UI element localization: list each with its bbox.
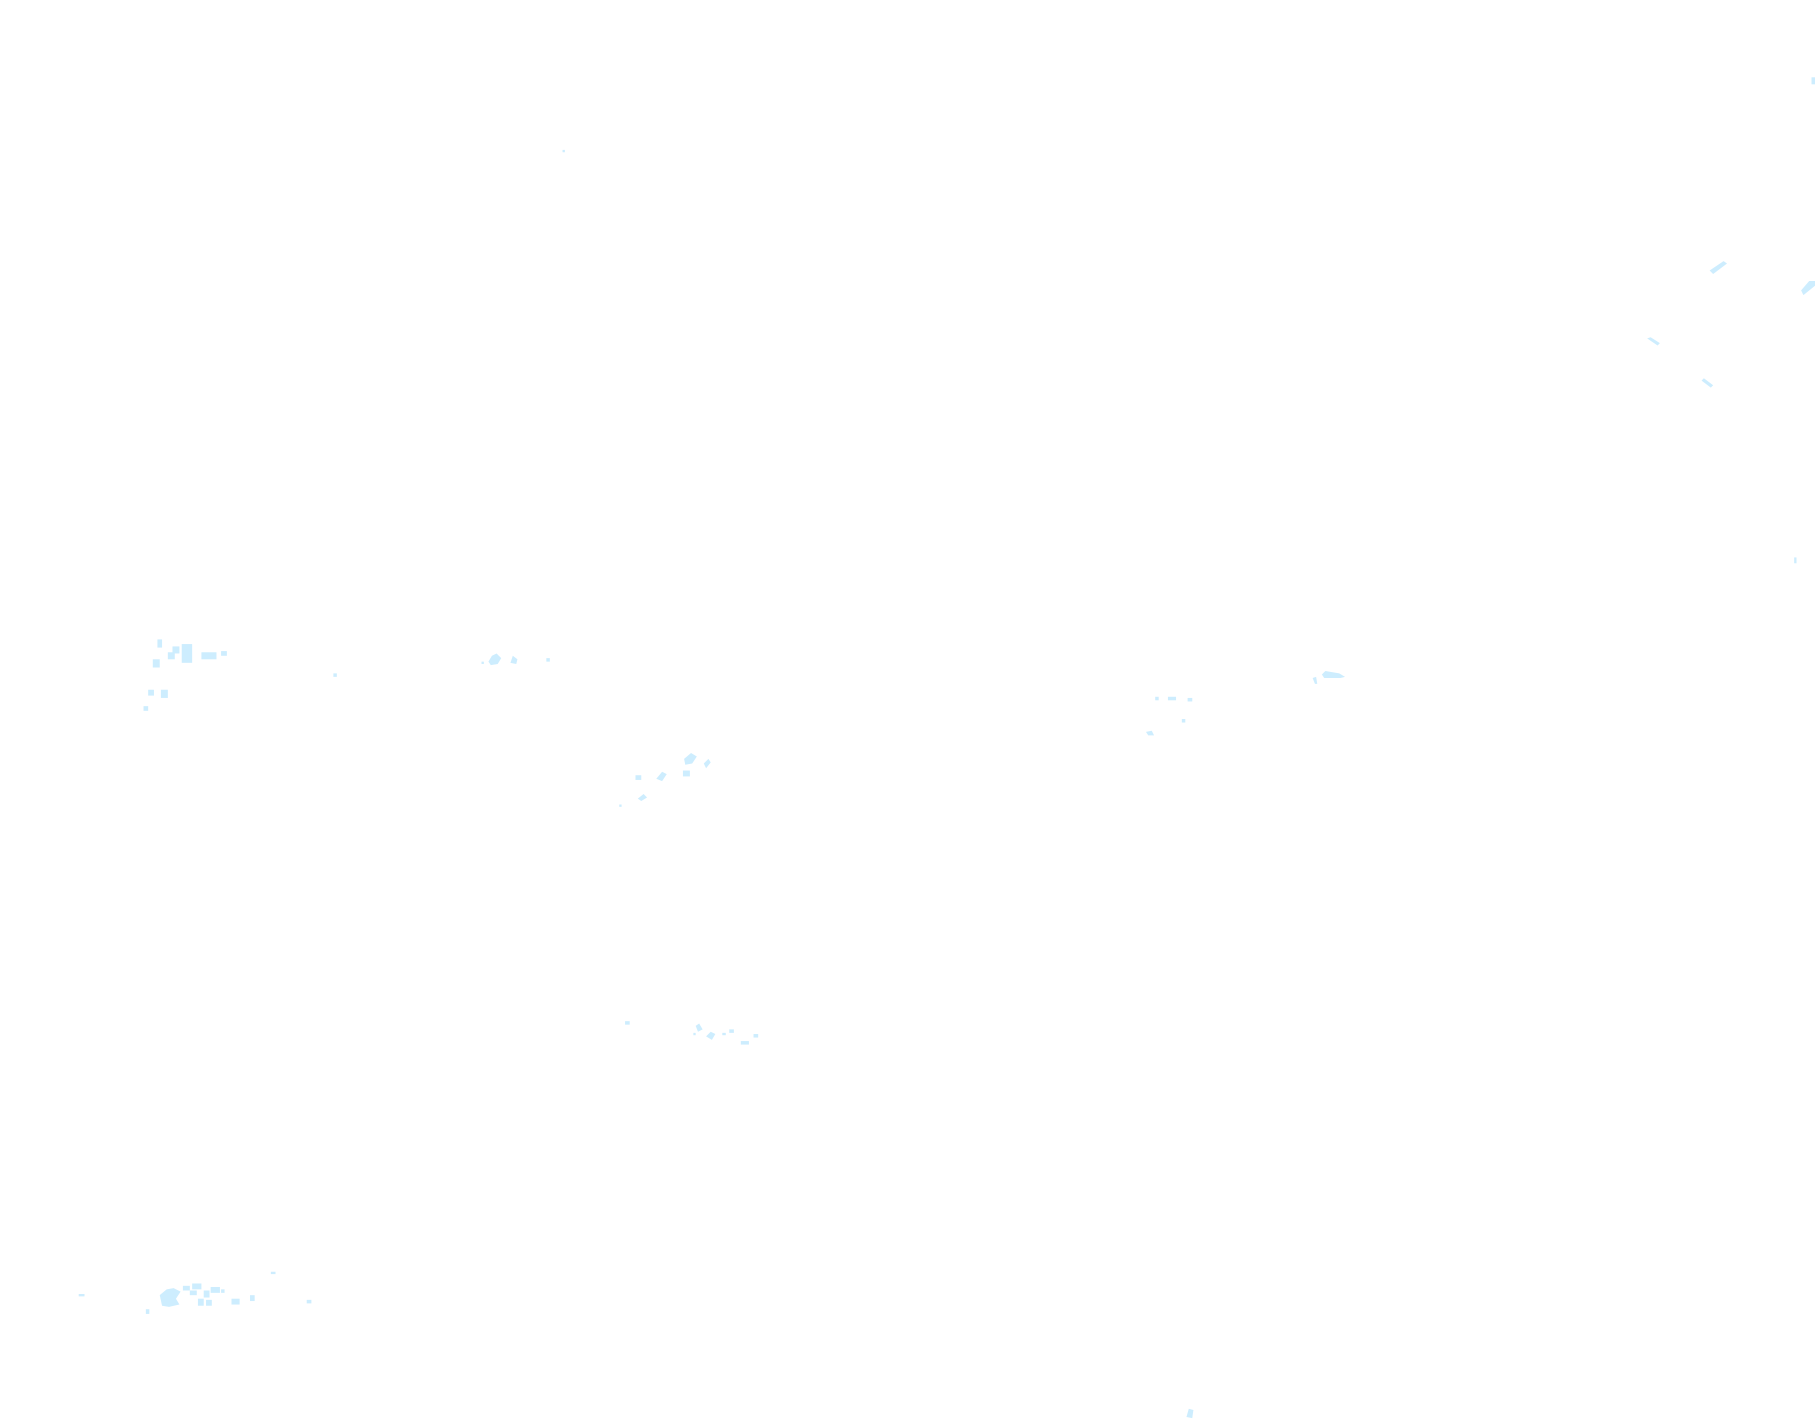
water-body <box>682 770 690 777</box>
water-body <box>159 1288 181 1307</box>
water-body <box>148 689 154 696</box>
water-body <box>192 1283 202 1290</box>
water-body <box>203 1290 210 1298</box>
water-body <box>1155 696 1159 701</box>
water-body <box>221 651 227 656</box>
water-body <box>152 659 160 668</box>
water-body <box>143 706 149 711</box>
water-body <box>656 771 667 782</box>
water-body <box>510 655 518 664</box>
water-body <box>1801 281 1815 296</box>
water-body <box>481 661 484 664</box>
water-body <box>706 1031 716 1040</box>
water-body <box>145 1309 150 1314</box>
water-body <box>167 652 175 660</box>
water-body <box>562 149 565 153</box>
water-body <box>1167 696 1177 701</box>
water-body <box>1811 77 1815 85</box>
water-features <box>78 77 1815 1419</box>
water-body <box>729 1029 734 1033</box>
water-body <box>189 1290 197 1296</box>
water-body <box>333 673 337 677</box>
water-body <box>1647 337 1660 346</box>
water-body <box>221 1289 225 1293</box>
water-body <box>1187 697 1193 702</box>
water-body <box>1794 557 1797 564</box>
water-body <box>157 639 163 648</box>
water-body <box>740 1041 749 1045</box>
water-body <box>684 752 697 765</box>
water-body <box>250 1295 255 1302</box>
water-body <box>206 1299 212 1306</box>
water-body <box>160 689 168 698</box>
water-body <box>753 1034 759 1038</box>
water-body <box>181 644 193 663</box>
water-body <box>695 1023 703 1032</box>
water-body <box>1312 676 1318 684</box>
water-body <box>172 646 180 654</box>
water-body <box>1181 719 1186 723</box>
water-body <box>619 804 622 807</box>
water-body <box>210 1286 220 1293</box>
water-body <box>693 1032 696 1036</box>
water-body <box>1321 671 1346 679</box>
water-body <box>306 1299 312 1304</box>
water-body <box>1709 261 1728 275</box>
water-body <box>78 1294 85 1297</box>
water-body <box>703 758 711 769</box>
water-body <box>1186 1408 1194 1419</box>
water-body <box>546 658 550 662</box>
water-body <box>625 1021 630 1025</box>
water-body <box>722 1032 726 1036</box>
water-body <box>635 775 642 780</box>
water-body <box>270 1271 276 1275</box>
water-body <box>1145 730 1155 736</box>
water-body <box>1701 378 1714 388</box>
water-body <box>197 1298 204 1306</box>
water-body <box>637 793 648 801</box>
water-body <box>182 1285 190 1291</box>
water-body <box>209 652 217 660</box>
water-body <box>231 1298 240 1305</box>
water-body <box>488 653 502 666</box>
water-body <box>201 652 210 660</box>
